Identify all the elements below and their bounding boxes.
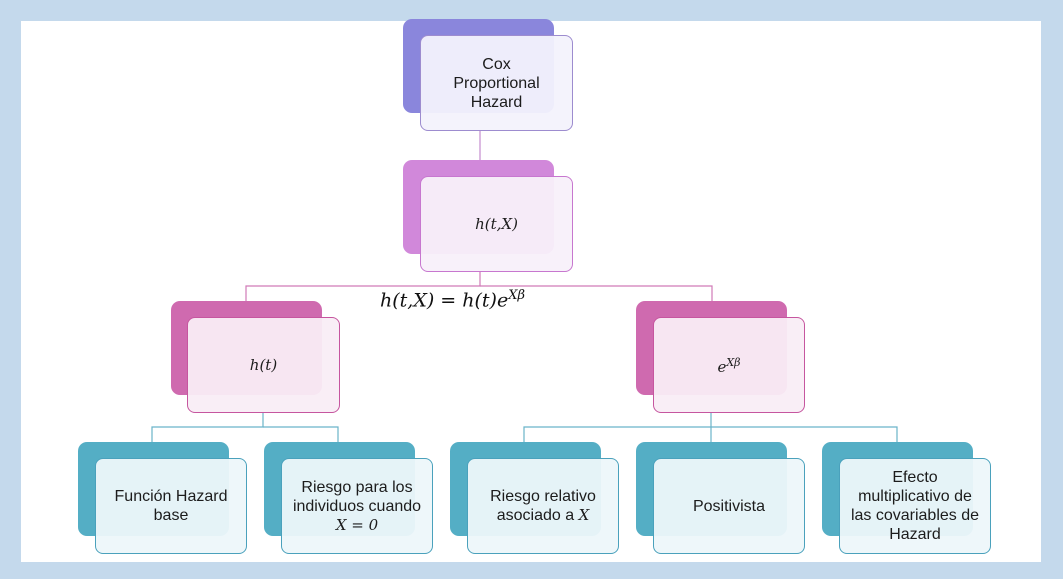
hazard-node: h(t,X): [420, 176, 573, 272]
leaf-funcion-hazard-base: Función Hazard base: [95, 458, 247, 554]
connector-hazard-exp: [480, 285, 713, 301]
exp-node-label: eXβ: [717, 356, 741, 376]
leaf1-label: Función Hazard base: [114, 488, 228, 524]
leaf-efecto-multiplicativo: Efecto multiplicativo de las covariables…: [839, 458, 991, 554]
cox-formula: h(t,X) = h(t)eXβ: [380, 288, 525, 312]
leaf2-label: Riesgo para los individuos cuando X = 0: [292, 478, 422, 534]
leaf4-label: Positivista: [692, 497, 766, 515]
root-node-label: Cox Proportional Hazard: [453, 55, 540, 111]
leaf-riesgo-individuos: Riesgo para los individuos cuando X = 0: [281, 458, 433, 554]
hazard-node-label: h(t,X): [475, 214, 518, 233]
leaf-positivista: Positivista: [653, 458, 805, 554]
exp-node: eXβ: [653, 317, 805, 413]
leaf-riesgo-relativo: Riesgo relativo asociado a X: [467, 458, 619, 554]
baseline-node-label: h(t): [249, 355, 278, 374]
connector-exp-leaf5: [711, 426, 898, 442]
leaf5-label: Efecto multiplicativo de las covariables…: [850, 469, 980, 543]
connector-hazard-baseline: [245, 271, 481, 301]
connector-exp-leaf3: [523, 412, 712, 442]
connector-baseline-leaf1: [151, 412, 264, 442]
root-node: Cox Proportional Hazard: [420, 35, 573, 131]
leaf3-label: Riesgo relativo asociado a X: [490, 488, 596, 524]
connector-baseline-leaf2: [263, 426, 339, 442]
baseline-node: h(t): [187, 317, 340, 413]
